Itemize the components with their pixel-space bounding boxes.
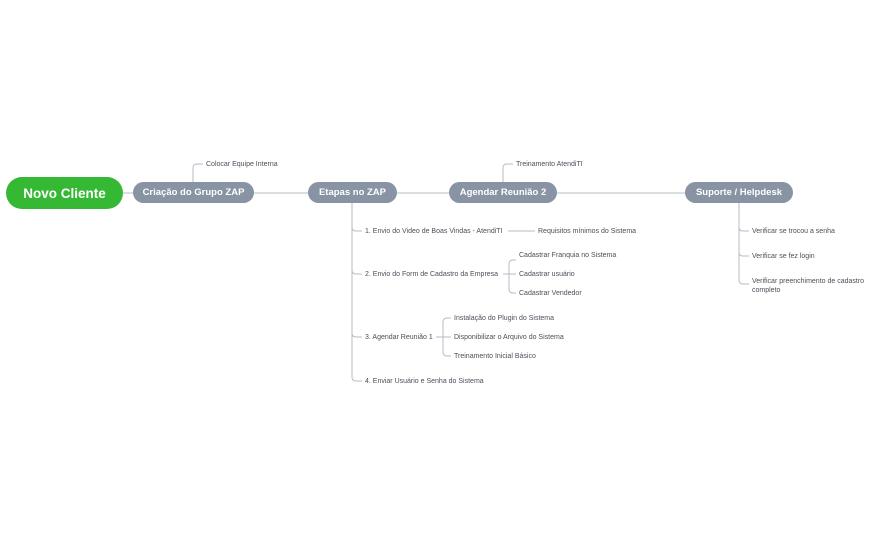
node-etapas-no-zap[interactable]: Etapas no ZAP	[308, 182, 397, 203]
leaf-treinamento-atenditi[interactable]: Treinamento AtendiTI	[516, 161, 583, 168]
leaf-etapa-2[interactable]: 2. Envio do Form de Cadastro da Empresa	[365, 271, 499, 278]
leaf-instalacao-plugin[interactable]: Instalação do Plugin do Sistema	[454, 315, 555, 322]
connector-etapa2	[351, 269, 362, 275]
connector-verificar-senha	[738, 226, 749, 232]
leaf-colocar-equipe-interna[interactable]: Colocar Equipe Interna	[206, 161, 278, 168]
node-criacao-grupo-zap[interactable]: Criação do Grupo ZAP	[133, 182, 254, 203]
connector-etapa3-trunk	[442, 317, 451, 357]
connector-verificar-login	[738, 251, 749, 257]
leaf-verificar-preenchimento[interactable]: Verificar preenchimento de cadastro comp…	[752, 277, 864, 295]
leaf-cadastrar-vendedor[interactable]: Cadastrar Vendedor	[519, 290, 582, 297]
leaf-treinamento-inicial[interactable]: Treinamento Inicial Básico	[454, 353, 536, 360]
leaf-cadastrar-franquia[interactable]: Cadastrar Franquia no Sistema	[519, 252, 617, 259]
leaf-requisitos-minimos[interactable]: Requisitos mínimos do Sistema	[538, 228, 637, 235]
leaf-verificar-preenchimento-line1: Verificar preenchimento de cadastro	[752, 278, 865, 285]
leaf-disponibilizar-arquivo[interactable]: Disponibilizar o Arquivo do Sistema	[454, 334, 564, 341]
connector-etapas-trunk	[351, 203, 362, 382]
leaf-etapa-1[interactable]: 1. Envio do Video de Boas Vindas - Atend…	[365, 228, 503, 235]
connector-etapa3	[351, 332, 362, 338]
node-agendar-reuniao-2[interactable]: Agendar Reunião 2	[449, 182, 557, 203]
connector-suporte-trunk	[738, 203, 749, 285]
leaf-verificar-senha[interactable]: Verificar se trocou a senha	[752, 228, 835, 235]
node-suporte-helpdesk[interactable]: Suporte / Helpdesk	[685, 182, 793, 203]
leaf-etapa-3[interactable]: 3. Agendar Reunião 1	[365, 334, 433, 341]
leaf-cadastrar-usuario[interactable]: Cadastrar usuário	[519, 271, 575, 278]
connector-etapa1	[351, 226, 362, 232]
leaf-verificar-preenchimento-line2: completo	[752, 287, 781, 294]
leaf-etapa-4[interactable]: 4. Enviar Usuário e Senha do Sistema	[365, 378, 484, 385]
connector-treinamento-atenditi	[502, 163, 513, 182]
connector-colocar-equipe	[192, 163, 203, 182]
root-node[interactable]: Novo Cliente	[6, 177, 123, 209]
leaf-verificar-login[interactable]: Verificar se fez login	[752, 253, 815, 260]
connector-etapa2-trunk	[508, 259, 516, 294]
